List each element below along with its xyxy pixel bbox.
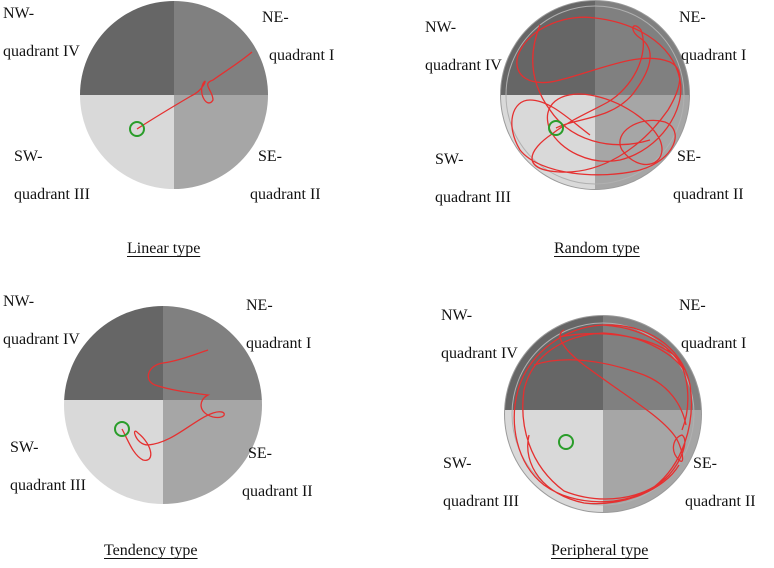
quadrant-se	[174, 95, 268, 189]
label-sw: SW-quadrant III	[10, 439, 86, 494]
label-ne: NE-quadrant I	[262, 9, 335, 64]
label-se: SE-quadrant II	[685, 455, 756, 510]
label-nw: NW-quadrant IV	[425, 19, 502, 74]
maze-pool-peripheral	[504, 315, 702, 513]
label-se: SE-quadrant II	[242, 445, 313, 500]
quadrant-ne	[174, 1, 268, 95]
label-nw: NW-quadrant IV	[441, 307, 518, 362]
platform-marker	[548, 120, 564, 136]
quadrant-nw	[501, 1, 595, 95]
label-ne: NE-quadrant I	[679, 9, 747, 64]
swim-path	[121, 349, 225, 461]
platform-marker	[129, 121, 145, 137]
label-se: SE-quadrant II	[250, 148, 321, 203]
label-ne: NE-quadrant I	[679, 297, 747, 352]
caption-peripheral: Peripheral type	[551, 542, 649, 559]
label-se: SE-quadrant II	[673, 148, 744, 203]
caption-linear: Linear type	[127, 240, 201, 257]
swim-path	[513, 324, 692, 505]
label-nw: NW-quadrant IV	[3, 5, 80, 60]
label-sw: SW-quadrant III	[14, 148, 90, 203]
quadrant-nw	[80, 1, 174, 95]
quadrant-sw	[80, 95, 174, 189]
maze-pool-tendency	[64, 306, 262, 504]
maze-pool-random	[500, 0, 690, 190]
platform-marker	[558, 434, 574, 450]
label-nw: NW-quadrant IV	[3, 293, 80, 348]
caption-random: Random type	[554, 240, 640, 257]
caption-tendency: Tendency type	[104, 542, 198, 559]
label-sw: SW-quadrant III	[435, 151, 511, 206]
maze-pool-linear	[80, 1, 268, 189]
panel-random: NW-quadrant IV NE-quadrant I SW-quadrant…	[387, 0, 774, 284]
panel-tendency: NW-quadrant IV NE-quadrant I SW-quadrant…	[0, 284, 387, 568]
swim-path	[511, 16, 682, 176]
swim-path	[136, 51, 253, 130]
panel-peripheral: NW-quadrant IV NE-quadrant I SW-quadrant…	[387, 284, 774, 568]
panel-linear: NW-quadrant IV NE-quadrant I SW-quadrant…	[0, 0, 387, 284]
label-ne: NE-quadrant I	[246, 297, 312, 352]
label-sw: SW-quadrant III	[443, 455, 519, 510]
platform-marker	[114, 421, 130, 437]
